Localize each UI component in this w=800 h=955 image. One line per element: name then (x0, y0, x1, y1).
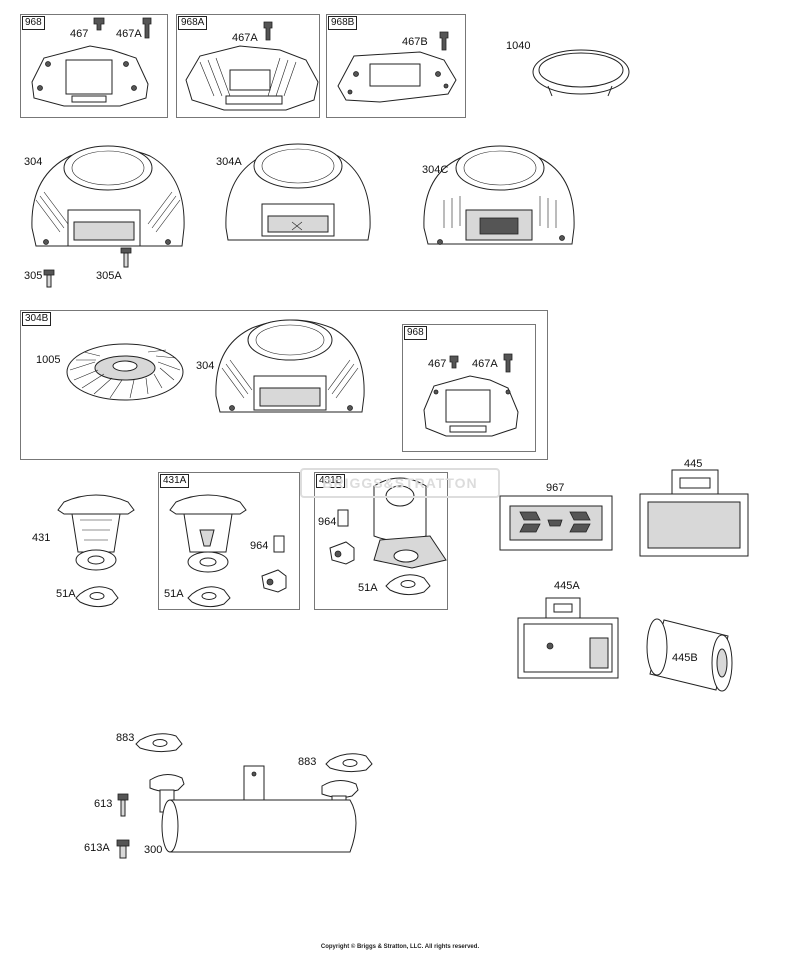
cover-968a-illustration (185, 45, 319, 111)
cover-968-illustration (31, 45, 149, 107)
sleeve-964-illustration (273, 535, 285, 553)
filter-445b-illustration (646, 618, 733, 692)
bolt-305a-illustration (120, 247, 132, 268)
part-label-304a: 304A (216, 156, 242, 168)
part-label-445a: 445A (554, 580, 580, 592)
group-tag-968-inner: 968 (404, 326, 427, 340)
group-box-968 (20, 14, 168, 118)
gasket-51a-illustration (75, 586, 119, 608)
part-label-1040: 1040 (506, 40, 531, 52)
fitting-964-2-illustration (329, 541, 355, 565)
part-label-467: 467 (70, 28, 89, 40)
group-tag-304b: 304B (22, 312, 52, 326)
group-tag-431a: 431A (160, 474, 190, 488)
housing-304-illustration (31, 145, 185, 247)
part-label-467b: 467B (402, 36, 428, 48)
housing-304c-illustration (423, 145, 575, 245)
base-431a-illustration (169, 494, 247, 573)
part-label-445b: 445B (672, 652, 698, 664)
group-tag-968: 968 (22, 16, 45, 30)
group-tag-968b: 968B (328, 16, 358, 30)
part-label-300: 300 (144, 844, 163, 856)
gasket-51a-2-illustration (187, 586, 231, 608)
fan-1005-illustration (66, 343, 184, 401)
part-label-883: 883 (116, 732, 135, 744)
part-label-467a-3: 467A (472, 358, 498, 370)
fitting-964-illustration (261, 569, 287, 593)
part-label-1005: 1005 (36, 354, 61, 366)
part-label-304: 304 (24, 156, 43, 168)
knob-467a-3-illustration (503, 353, 513, 373)
gasket-51a-3-illustration (385, 574, 431, 596)
part-label-467a-2: 467A (232, 32, 258, 44)
knob-467a-illustration (142, 17, 152, 39)
part-label-467-2: 467 (428, 358, 447, 370)
part-label-964: 964 (250, 540, 269, 552)
sleeve-964-2-illustration (337, 509, 349, 527)
part-label-467a: 467A (116, 28, 142, 40)
filter-445a-illustration (517, 597, 619, 679)
group-box-431a (158, 472, 300, 610)
part-label-305: 305 (24, 270, 43, 282)
part-label-51a: 51A (56, 588, 76, 600)
part-label-964-2: 964 (318, 516, 337, 528)
base-431-illustration (57, 494, 135, 571)
filter-445-illustration (639, 469, 749, 557)
part-label-613: 613 (94, 798, 113, 810)
group-box-968-inner (402, 324, 536, 452)
ring-1040-illustration (532, 49, 630, 97)
part-label-305a: 305A (96, 270, 122, 282)
part-label-445: 445 (684, 458, 703, 470)
knob-467-illustration (93, 17, 105, 31)
cover-968b-illustration (337, 51, 457, 103)
group-box-968a (176, 14, 320, 118)
knob-467-2-illustration (449, 355, 459, 369)
group-box-431b (314, 472, 448, 610)
housing-304a-illustration (225, 143, 371, 241)
gasket-883-2-illustration (325, 753, 373, 773)
group-box-304b (20, 310, 548, 460)
part-label-51a-3: 51A (358, 582, 378, 594)
precleaner-967-illustration (499, 495, 613, 551)
part-label-613a: 613A (84, 842, 110, 854)
part-label-304-2: 304 (196, 360, 215, 372)
knob-467a-2-illustration (263, 21, 273, 41)
part-label-431: 431 (32, 532, 51, 544)
copyright-notice: Copyright © Briggs & Stratton, LLC. All … (320, 944, 480, 950)
part-label-883-2: 883 (298, 756, 317, 768)
part-label-967: 967 (546, 482, 565, 494)
knob-467b-illustration (439, 31, 449, 51)
cover-968-2-illustration (423, 375, 519, 437)
group-tag-968a: 968A (178, 16, 208, 30)
watermark-logo: BRIGGS&STRATTON (300, 468, 500, 498)
part-label-304c: 304C (422, 164, 449, 176)
group-tag-431b: 431B (316, 474, 346, 488)
part-label-51a-2: 51A (164, 588, 184, 600)
screw-613-illustration (117, 793, 129, 817)
base-431b-illustration (373, 477, 447, 569)
screw-613a-illustration (116, 839, 130, 859)
bolt-305-illustration (43, 269, 55, 288)
muffler-300-illustration (149, 765, 359, 853)
housing-304-2-illustration (215, 319, 365, 413)
group-box-968b (326, 14, 466, 118)
gasket-883-illustration (135, 733, 183, 753)
